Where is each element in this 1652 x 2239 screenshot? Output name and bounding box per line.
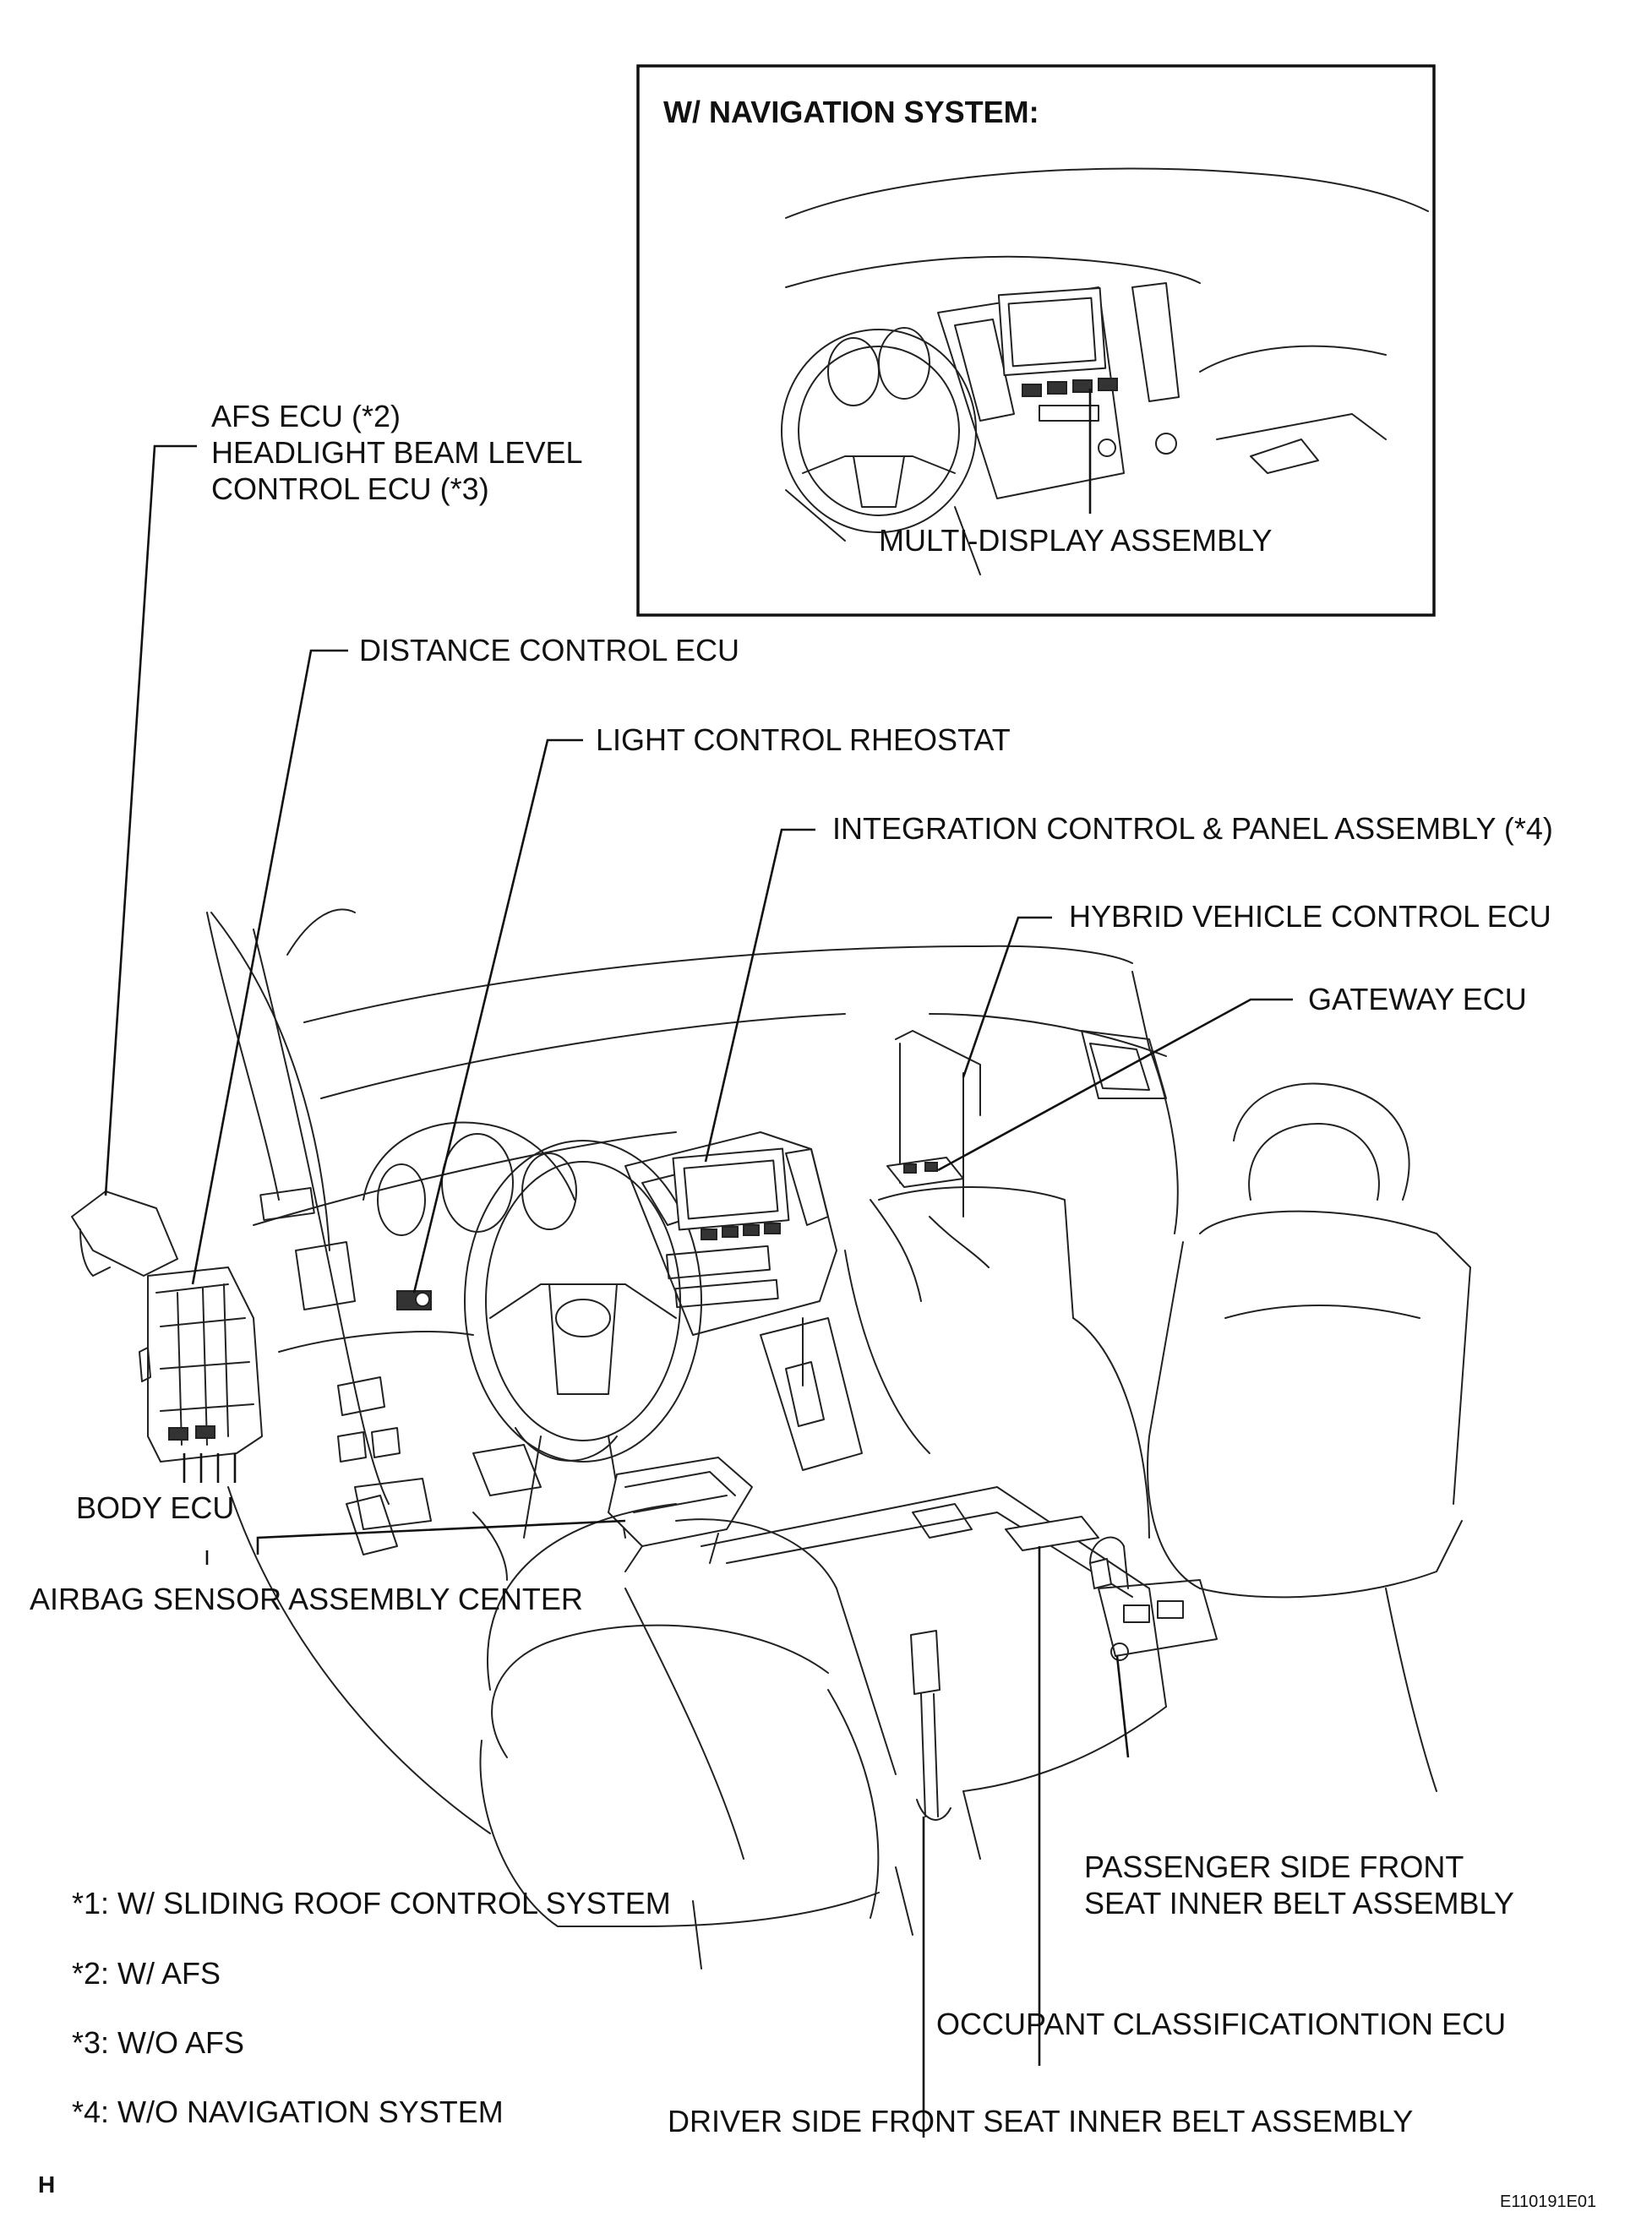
inset-dashboard-drawing [781,167,1429,575]
vehicle-interior-drawing [71,908,1471,1969]
footnote-3: *3: W/O AFS [72,2025,244,2060]
hybrid-vehicle-ecu-label: HYBRID VEHICLE CONTROL ECU [1069,899,1551,934]
body-ecu-label: BODY ECU [76,1490,234,1525]
passenger-belt-label-line1: PASSENGER SIDE FRONT [1084,1849,1464,1884]
passenger-belt-label-line2: SEAT INNER BELT ASSEMBLY [1084,1886,1514,1920]
afs-ecu-label: AFS ECU (*2) [211,399,401,433]
gateway-ecu-label: GATEWAY ECU [1308,982,1527,1016]
navigation-inset: W/ NAVIGATION SYSTEM: [636,64,1436,617]
headlight-beam-label: HEADLIGHT BEAM LEVEL [211,435,583,470]
light-control-rheostat-label: LIGHT CONTROL RHEOSTAT [596,722,1011,757]
occupant-classification-ecu-label: OCCUPANT CLASSIFICATIONTION ECU [936,2007,1506,2041]
integration-control-label: INTEGRATION CONTROL & PANEL ASSEMBLY (*4… [832,811,1553,846]
footnote-2: *2: W/ AFS [72,1956,221,1991]
footnote-4: *4: W/O NAVIGATION SYSTEM [72,2095,504,2129]
section-letter: H [38,2171,55,2198]
leader-lines [104,444,1293,2138]
driver-belt-label: DRIVER SIDE FRONT SEAT INNER BELT ASSEMB… [668,2104,1413,2138]
figure-code: E110191E01 [1500,2193,1596,2211]
inset-title: W/ NAVIGATION SYSTEM: [663,95,1039,129]
airbag-sensor-label: AIRBAG SENSOR ASSEMBLY CENTER [30,1582,583,1616]
multi-display-assembly-label: MULTI-DISPLAY ASSEMBLY [879,523,1273,558]
component-labels: AFS ECU (*2) HEADLIGHT BEAM LEVEL CONTRO… [30,399,1553,2138]
headlight-control-ecu-label: CONTROL ECU (*3) [211,471,489,506]
distance-control-ecu-label: DISTANCE CONTROL ECU [359,633,739,667]
footnotes: *1: W/ SLIDING ROOF CONTROL SYSTEM *2: W… [72,1886,671,2129]
footnote-1: *1: W/ SLIDING ROOF CONTROL SYSTEM [72,1886,671,1920]
